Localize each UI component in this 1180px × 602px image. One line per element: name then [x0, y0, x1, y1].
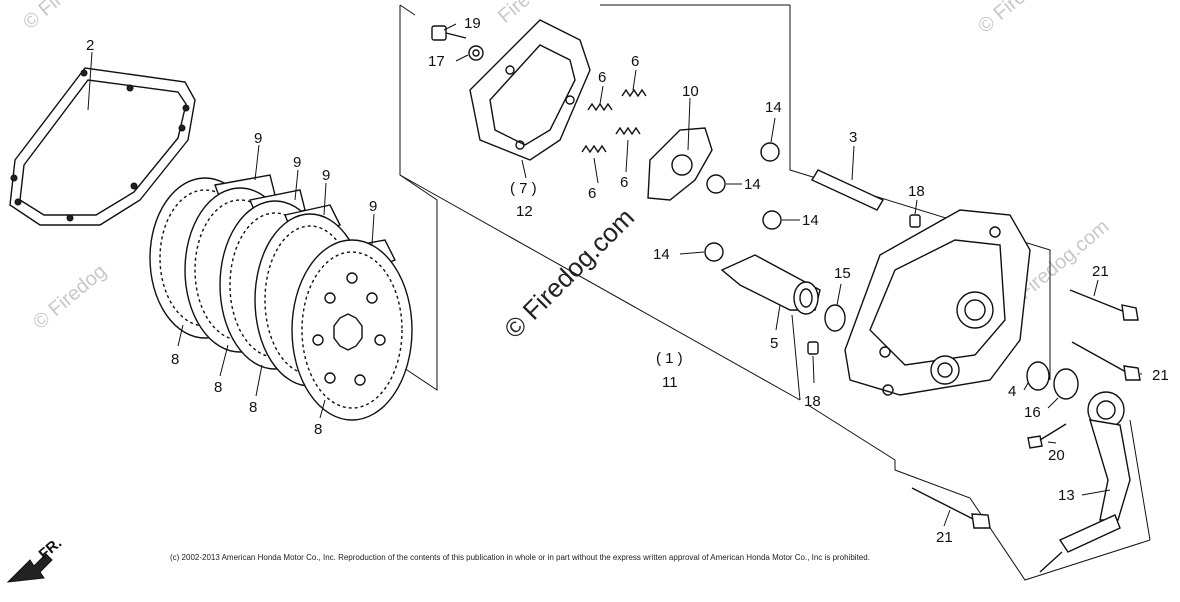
pedal-part-13	[1039, 391, 1131, 573]
front-arrow-icon	[6, 553, 53, 583]
callout-19: 19	[464, 15, 481, 32]
copyright-notice: (c) 2002-2013 American Honda Motor Co., …	[170, 553, 870, 562]
callout-9d: 9	[369, 198, 377, 215]
balls-part-14	[704, 142, 782, 262]
callout-6a: 6	[598, 69, 606, 86]
assembly-boundaries	[394, 4, 1151, 581]
callout-8b: 8	[214, 379, 222, 396]
callout-17: 17	[428, 53, 445, 70]
callout-6c: 6	[588, 185, 596, 202]
callout-labels: 2 19 17 6 6 6 6 10 ( 7 ) 12 14 14 14 14 …	[86, 15, 1169, 546]
callout-1: ( 1 )	[656, 350, 683, 367]
callout-18b: 18	[804, 393, 821, 410]
callout-14b: 14	[744, 176, 761, 193]
o-ring-part-15	[824, 304, 846, 332]
callout-8d: 8	[314, 421, 322, 438]
dowel-part-18	[807, 214, 921, 355]
watermark-corner-left: © Fire	[19, 0, 75, 34]
bolts-part-21	[911, 289, 1141, 529]
callout-9a: 9	[254, 130, 262, 147]
gasket-part-2	[9, 67, 196, 226]
watermark-left-side: © Firedog	[29, 260, 111, 333]
callout-14d: 14	[653, 246, 670, 263]
clutch-stack	[149, 174, 413, 421]
callout-4: 4	[1008, 383, 1016, 400]
callout-5: 5	[770, 335, 778, 352]
callout-14c: 14	[802, 212, 819, 229]
callout-13: 13	[1058, 487, 1075, 504]
callout-3: 3	[849, 129, 857, 146]
pin-part-3	[810, 169, 885, 211]
callout-16: 16	[1024, 404, 1041, 421]
callout-21c: 21	[936, 529, 953, 546]
shaft-part-5	[720, 254, 821, 315]
callout-9c: 9	[322, 167, 330, 184]
callout-7: ( 7 )	[510, 180, 537, 197]
leader-lines	[87, 23, 1142, 527]
seal-part-16	[1053, 368, 1079, 400]
watermark-center: © Firedog.com	[498, 202, 640, 344]
callout-6b: 6	[631, 53, 639, 70]
clutch-plate-part-7	[431, 19, 591, 161]
callout-21b: 21	[1152, 367, 1169, 384]
callout-14a: 14	[765, 99, 782, 116]
springs-part-6	[581, 88, 647, 154]
callout-9b: 9	[293, 154, 301, 171]
callout-11: 11	[662, 374, 678, 391]
callout-20: 20	[1048, 447, 1065, 464]
bolt-part-20	[1027, 423, 1067, 449]
callout-6d: 6	[620, 174, 628, 191]
front-indicator-label: FR.	[36, 535, 65, 564]
seal-part-4	[1026, 361, 1050, 391]
cam-plate-part-10	[647, 127, 713, 201]
callout-2: 2	[86, 37, 94, 54]
callout-8c: 8	[249, 399, 257, 416]
callout-12: 12	[516, 203, 533, 220]
callout-8a: 8	[171, 351, 179, 368]
callout-15: 15	[834, 265, 851, 282]
callout-10: 10	[682, 83, 699, 100]
cover-housing	[844, 209, 1031, 396]
callout-18a: 18	[908, 183, 925, 200]
callout-21a: 21	[1092, 263, 1109, 280]
watermark-corner-right: © Fire	[974, 0, 1030, 38]
